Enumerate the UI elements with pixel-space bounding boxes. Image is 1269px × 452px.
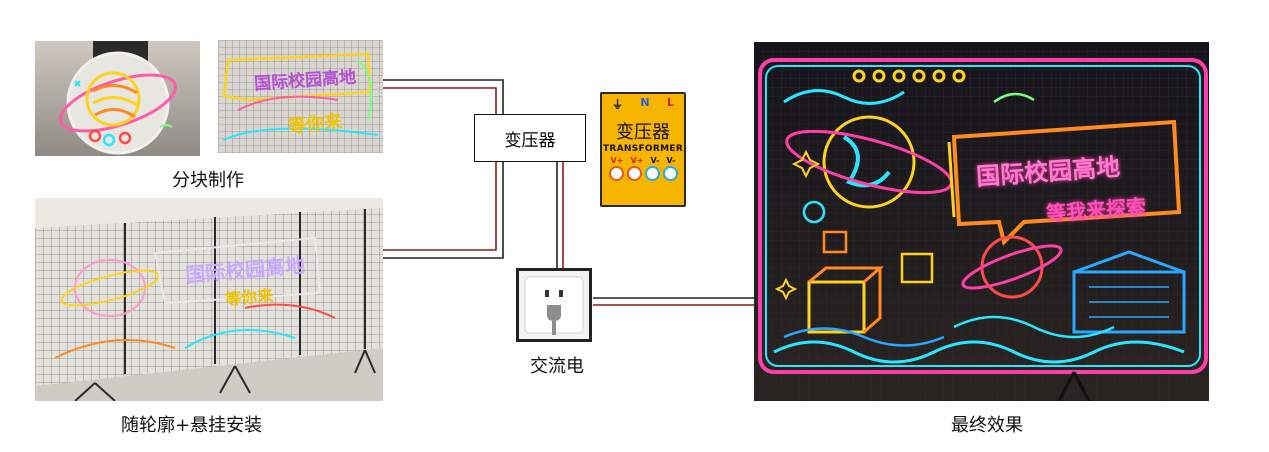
caption-block-making: 分块制作: [172, 170, 244, 191]
plug-icon: [547, 305, 561, 321]
neutral-label: N: [640, 96, 650, 109]
photo-installation: 国际校园高地 等你来: [35, 198, 383, 401]
caption-final: 最终效果: [951, 415, 1023, 436]
terminal-dot-4: [662, 166, 678, 181]
wire-top-dark: [383, 79, 504, 118]
install-neon-text-2: 等你来: [224, 285, 274, 310]
ac-outlet: [516, 268, 592, 342]
outlet-slot-right: [559, 290, 563, 297]
outlet-slot-left: [545, 290, 549, 297]
terminal-dot-2: [626, 166, 642, 181]
photo-circle-sign: [35, 41, 200, 156]
transformer-panel-title: 变压器: [616, 122, 670, 143]
caption-ac: 交流电: [530, 356, 584, 377]
transformer-panel-subtitle: TRANSFORMER: [602, 144, 684, 154]
photo-final-effect: 国际校园高地 等我来探索: [754, 42, 1209, 401]
terminal-label-4: V-: [666, 156, 676, 165]
terminal-dot-1: [608, 166, 624, 181]
terminal-dots: [602, 166, 684, 181]
live-label: L: [666, 96, 674, 109]
photo-neon-panel: 国际校园高地 等你来: [218, 40, 383, 153]
transformer-box: 变压器: [474, 114, 586, 162]
transformer-panel: ⏚ N L 变压器 TRANSFORMER V+ V+ V- V-: [600, 92, 686, 207]
transformer-box-label: 变压器: [504, 130, 556, 151]
ground-icon: ⏚: [612, 98, 623, 111]
terminal-label-2: V+: [630, 156, 644, 165]
terminal-labels: V+ V+ V- V-: [602, 156, 684, 165]
caption-install: 随轮廓+悬挂安装: [121, 415, 263, 436]
wire-bottom-dark: [383, 160, 504, 259]
wire-top-red: [383, 87, 497, 118]
terminal-dot-3: [644, 166, 660, 181]
terminal-label-3: V-: [650, 156, 660, 165]
wire-bottom-red: [383, 160, 497, 251]
transformer-panel-top: ⏚ N L: [602, 96, 684, 112]
terminal-label-1: V+: [610, 156, 624, 165]
